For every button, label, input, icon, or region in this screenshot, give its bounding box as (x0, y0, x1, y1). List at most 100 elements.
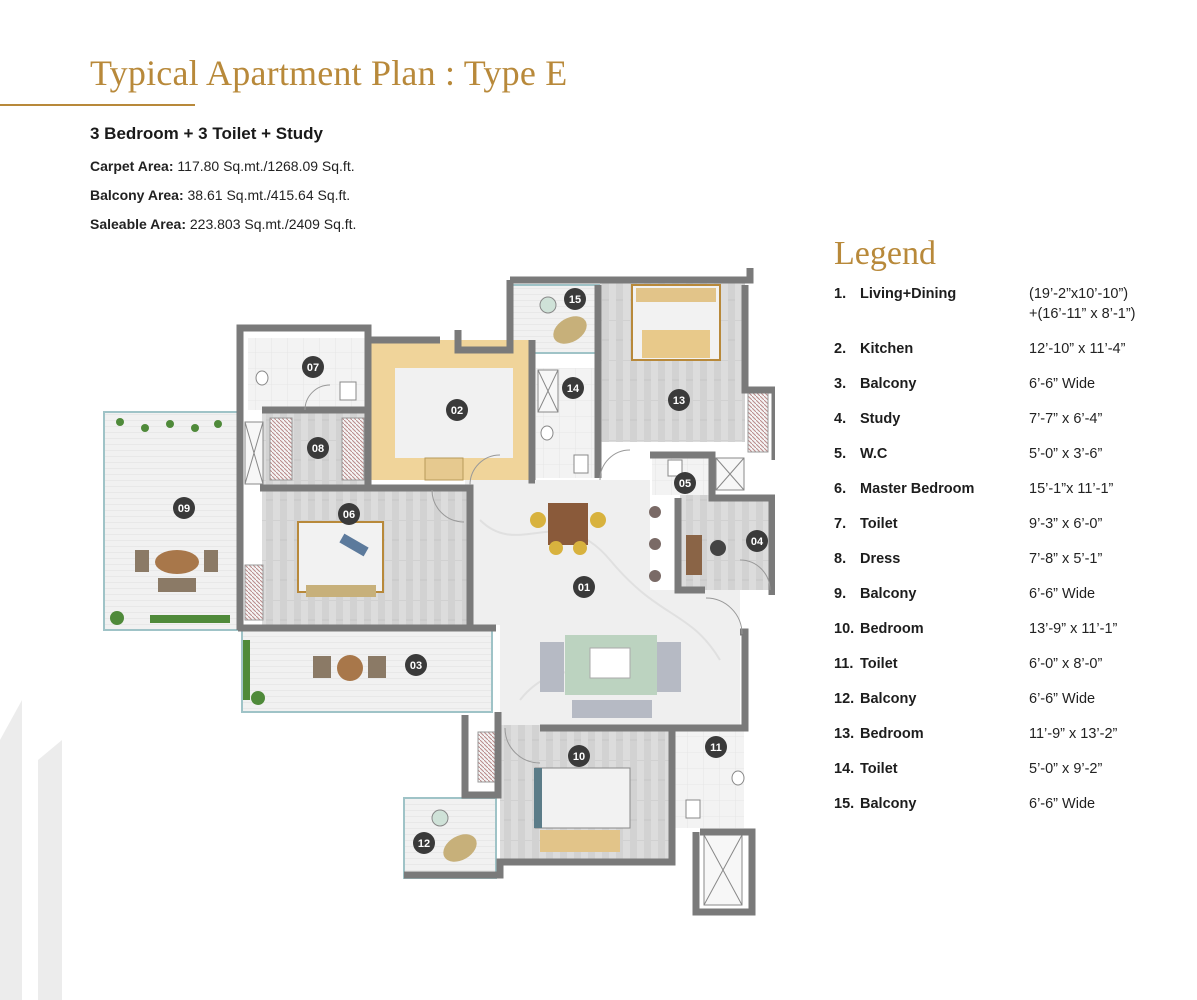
room-number-label: 08 (312, 443, 324, 455)
carpet-area: Carpet Area: 117.80 Sq.mt./1268.09 Sq.ft… (90, 158, 355, 174)
legend-dimension: 13’-9” x 11’-1” (1029, 621, 1118, 637)
legend-dimension: 5’-0” x 9’-2” (1029, 761, 1103, 777)
wardrobe (244, 564, 264, 621)
room-number-label: 15 (569, 294, 581, 306)
legend-dimension: 6’-6” Wide (1029, 586, 1096, 602)
legend-room-name: Balcony (860, 691, 917, 707)
legend-dimension: 15’-1”x 11’-1” (1029, 481, 1114, 497)
room-number-label: 01 (578, 582, 590, 594)
page-title: Typical Apartment Plan : Type E (90, 53, 568, 93)
room-number-label: 04 (751, 536, 764, 548)
kitchen-counter (424, 457, 464, 481)
saleable-area: Saleable Area: 223.803 Sq.mt./2409 Sq.ft… (90, 216, 356, 232)
legend-room-name: Study (860, 411, 901, 427)
room-number-label: 03 (410, 660, 422, 672)
room-badge (446, 399, 468, 421)
room-badge (746, 530, 768, 552)
room-number-label: 07 (307, 362, 319, 374)
balcony-09-seating (135, 550, 218, 592)
room-number-label: 06 (343, 509, 355, 521)
legend-dimension-line-2: +(16’-11” x 8’-1”) (1029, 306, 1136, 322)
carpet-area-value: 117.80 Sq.mt./1268.09 Sq.ft. (177, 158, 355, 174)
room-badge (564, 288, 586, 310)
room-badge (562, 377, 584, 399)
saleable-area-label: Saleable Area: (90, 216, 186, 232)
legend-number: 12. (834, 691, 855, 707)
legend-title: Legend (834, 235, 936, 272)
balcony-09-floor (103, 411, 239, 631)
legend-dimension: 6’-6” Wide (1029, 376, 1096, 392)
legend-room-name: Dress (860, 551, 901, 567)
master-bed (297, 521, 384, 597)
legend-number: 5. (834, 446, 847, 462)
legend-room-name: Bedroom (860, 726, 924, 742)
legend-room-name: Bedroom (860, 621, 924, 637)
legend-room-name: Master Bedroom (860, 481, 975, 497)
legend-number: 3. (834, 376, 847, 392)
wardrobe (747, 391, 769, 453)
balcony-03-floor (241, 627, 493, 713)
legend-dimension: 9’-3” x 6’-0” (1029, 516, 1103, 532)
legend-dimension: 5’-0” x 3’-6” (1029, 446, 1103, 462)
room-number-label: 12 (418, 838, 430, 850)
bed-13 (631, 284, 721, 361)
room-number-label: 09 (178, 503, 190, 515)
planter (110, 418, 265, 705)
legend-dimension: 6’-6” Wide (1029, 796, 1096, 812)
saleable-area-value: 223.803 Sq.mt./2409 Sq.ft. (189, 216, 357, 232)
legend-dimension: 12’-10” x 11’-4” (1029, 341, 1126, 357)
legend-dimension-line-1: (19’-2”x10’-10”) (1029, 286, 1129, 302)
legend-number: 10. (834, 621, 855, 637)
unit-configuration: 3 Bedroom + 3 Toilet + Study (90, 124, 324, 143)
room-badge (413, 832, 435, 854)
room-number-label: 02 (451, 405, 463, 417)
room-badge (302, 356, 324, 378)
legend-number: 9. (834, 586, 847, 602)
sofa-set (540, 635, 681, 718)
room-badge (674, 472, 696, 494)
room-number-label: 13 (673, 395, 685, 407)
background-decoration (0, 700, 62, 1000)
bar-stools (649, 506, 661, 582)
study-desk (686, 535, 726, 575)
balcony-area: Balcony Area: 38.61 Sq.mt./415.64 Sq.ft. (90, 187, 350, 203)
sanitaryware (255, 370, 745, 819)
bed-10 (534, 767, 631, 852)
legend-room-name: Toilet (860, 516, 898, 532)
balcony-area-value: 38.61 Sq.mt./415.64 Sq.ft. (187, 187, 351, 203)
legend-dimension: 7’-8” x 5’-1” (1029, 551, 1103, 567)
carpet-area-label: Carpet Area: (90, 158, 174, 174)
legend-room-name: Toilet (860, 761, 898, 777)
legend-dimension: 7’-7” x 6’-4” (1029, 411, 1103, 427)
legend-number: 2. (834, 341, 847, 357)
legend-number: 1. (834, 286, 847, 302)
legend-number: 13. (834, 726, 855, 742)
room-badge (705, 736, 727, 758)
room-badge (668, 389, 690, 411)
dining-table (530, 503, 606, 555)
room-number-label: 05 (679, 478, 691, 490)
legend-number: 7. (834, 516, 847, 532)
balcony-03-seating (313, 655, 386, 681)
legend-dimension: 11’-9” x 13’-2” (1029, 726, 1118, 742)
room-number-label: 14 (567, 383, 580, 395)
legend-room-name: Balcony (860, 796, 917, 812)
legend-dimension: (19’-2”x10’-10”) +(16’-11” x 8’-1”) (1029, 284, 1179, 324)
room-badge (405, 654, 427, 676)
legend-dimension: 6’-0” x 8’-0” (1029, 656, 1103, 672)
legend-number: 15. (834, 796, 855, 812)
legend-room-name: W.C (860, 446, 888, 462)
legend-room-name: Balcony (860, 586, 917, 602)
legend-room-name: Living+Dining (860, 286, 957, 302)
room-number-label: 11 (710, 742, 722, 754)
walls (236, 268, 775, 916)
legend-room-name: Kitchen (860, 341, 914, 357)
title-underline (0, 104, 195, 106)
legend-number: 8. (834, 551, 847, 567)
legend-number: 6. (834, 481, 847, 497)
room-badge (307, 437, 329, 459)
door-swings (304, 384, 771, 764)
balcony-table (431, 296, 587, 862)
